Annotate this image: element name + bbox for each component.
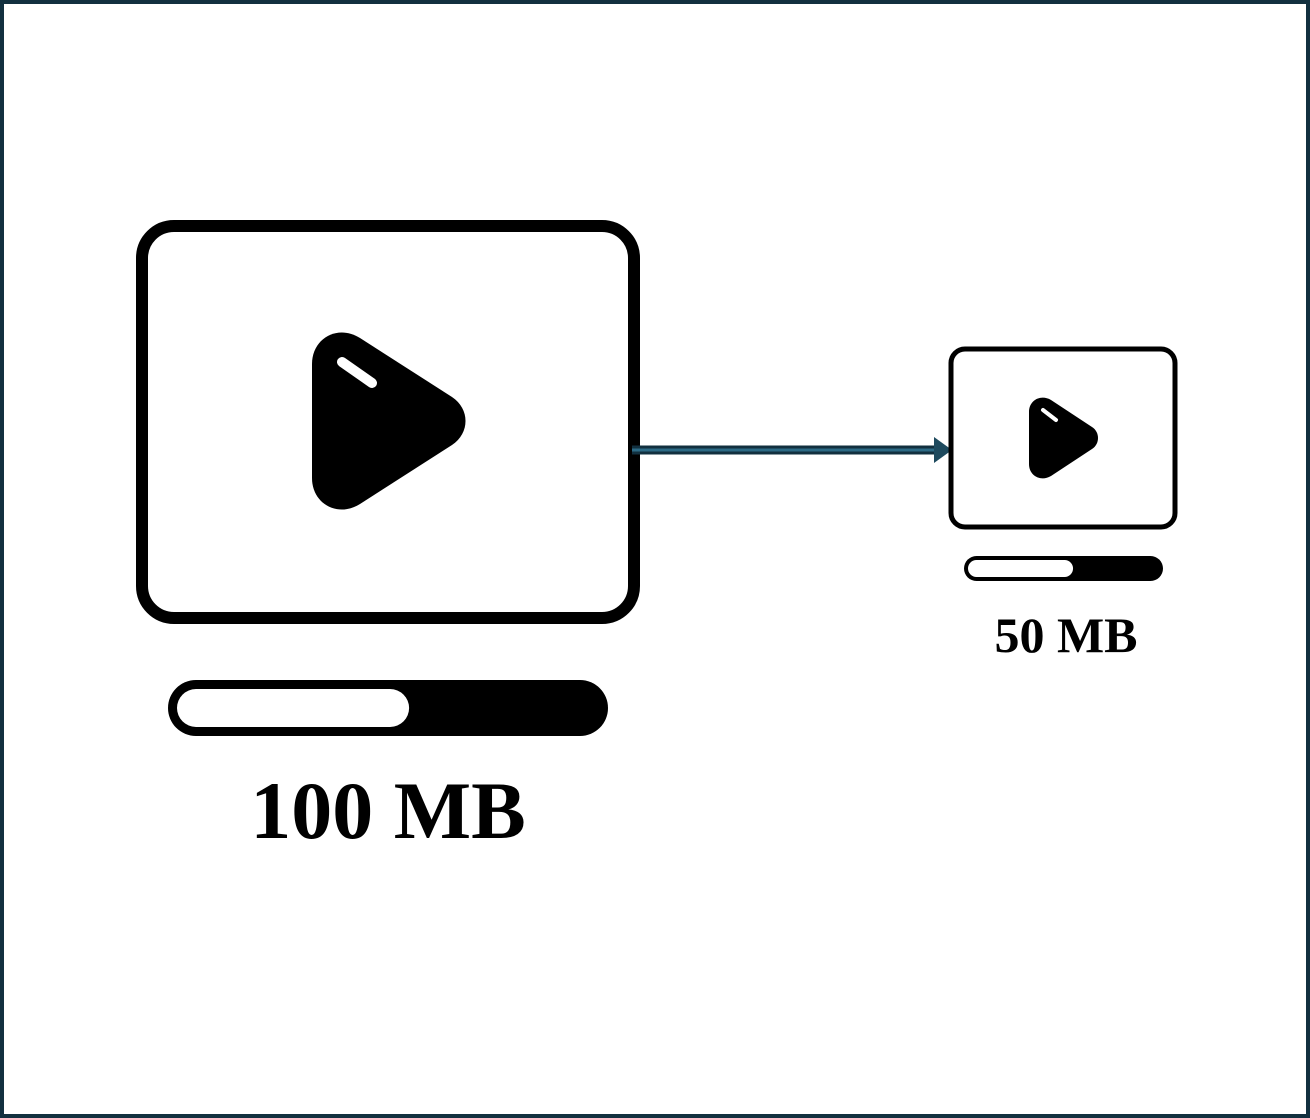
- original-progress-fill: [177, 689, 410, 727]
- original-play-icon: [312, 332, 466, 510]
- connector-arrowhead: [934, 437, 952, 463]
- original-size-label: 100 MB: [250, 765, 526, 856]
- compressed-play-highlight: [1041, 408, 1058, 422]
- compressed-progress-bar: [964, 556, 1163, 581]
- compressed-progress-fill: [968, 560, 1074, 577]
- original-progress-bar: [168, 680, 608, 736]
- original-video-player: [136, 220, 640, 624]
- original-play-highlight: [337, 357, 377, 388]
- arrow-right-icon: [632, 437, 952, 463]
- compressed-size-label: 50 MB: [994, 607, 1138, 663]
- diagram-canvas: [136, 220, 1178, 736]
- compressed-play-icon: [1029, 397, 1098, 479]
- compressed-video-player: [948, 346, 1178, 530]
